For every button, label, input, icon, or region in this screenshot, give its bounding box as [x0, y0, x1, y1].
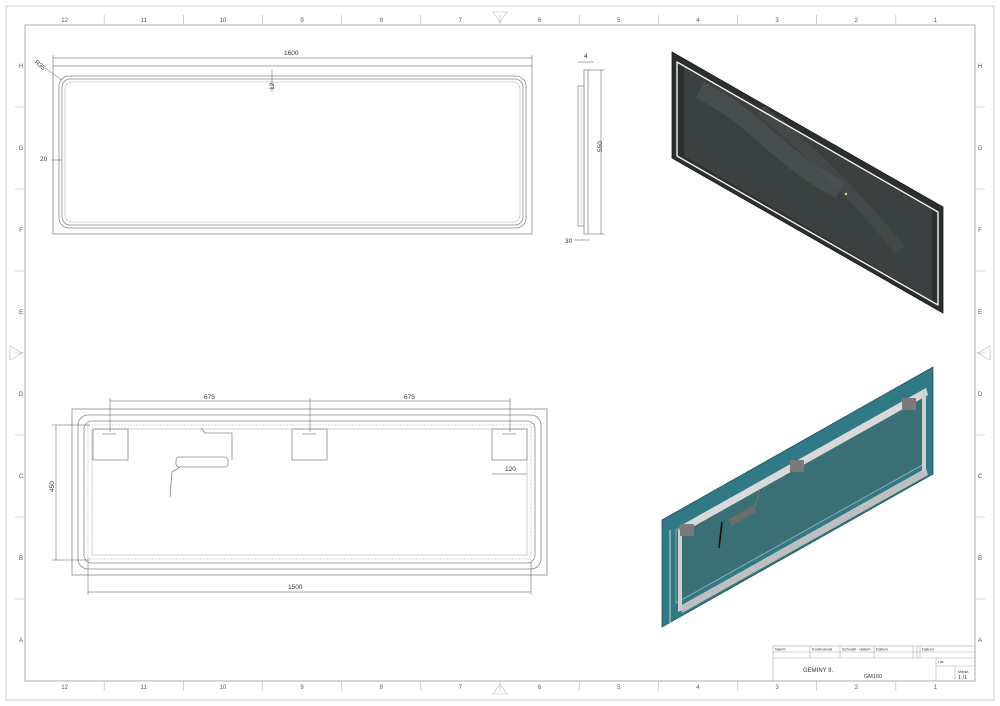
- side-depth-label: 30: [565, 238, 573, 245]
- grid-row-label: C: [19, 474, 24, 480]
- grid-row-label: B: [978, 556, 982, 562]
- side-height-label: 550: [597, 141, 604, 152]
- tb-header-3: Schvalil - datum: [842, 647, 871, 652]
- grid-row-label: A: [19, 638, 23, 644]
- grid-column-label: 10: [220, 18, 227, 24]
- grid-row-label: F: [978, 228, 982, 234]
- grid-row-label: B: [19, 556, 23, 562]
- grid-column-label: 5: [617, 18, 621, 24]
- grid-column-label: 6: [538, 18, 542, 24]
- grid-row-label: G: [19, 146, 24, 152]
- back-spacing-left-label: 675: [204, 394, 215, 401]
- grid-row-label: D: [978, 392, 983, 398]
- grid-column-label: 9: [300, 18, 304, 24]
- tb-header-5: Datum: [922, 647, 934, 652]
- grid-column-label: 3: [775, 18, 779, 24]
- front-radius-label: R35: [33, 59, 47, 72]
- back-spacing-right-label: 675: [404, 394, 415, 401]
- back-width-label: 1500: [288, 584, 303, 591]
- grid-row-label: H: [978, 64, 982, 70]
- front-width-label: 1600: [284, 50, 299, 57]
- grid-column-label: 8: [380, 18, 384, 24]
- grid-row-label: D: [19, 392, 24, 398]
- grid-row-label: G: [978, 146, 983, 152]
- grid-column-label: 10: [220, 685, 227, 691]
- grid-column-label: 5: [617, 685, 621, 691]
- back-height-label: 450: [49, 481, 56, 492]
- title-block: Navrh Kontroloval Schvalil - datum Datum…: [772, 645, 976, 682]
- grid-column-label: 2: [855, 685, 859, 691]
- grid-column-label: 1: [934, 685, 938, 691]
- mirror-front-isometric: [671, 51, 944, 314]
- mirror-back-isometric: [661, 366, 934, 628]
- back-view: 675 675 120 450 1500: [49, 394, 548, 595]
- grid-column-label: 6: [538, 685, 542, 691]
- grid-row-label: C: [978, 474, 983, 480]
- grid-column-label: 12: [61, 18, 68, 24]
- tb-project: GEMINY II.: [803, 668, 834, 674]
- tb-sheet-label: List: [938, 660, 943, 664]
- grid-row-label: E: [19, 310, 23, 316]
- grid-row-label: E: [978, 310, 982, 316]
- front-led-top-label: 12: [269, 82, 276, 90]
- grid-row-label: H: [19, 64, 23, 70]
- grid-column-label: 2: [855, 18, 859, 24]
- grid-column-label: 3: [775, 685, 779, 691]
- tb-header-4: Datum: [876, 647, 888, 652]
- grid-row-label: A: [978, 638, 982, 644]
- drawing-border: [5, 5, 995, 701]
- grid-column-label: 4: [696, 18, 700, 24]
- front-view: 1600 R35 12 20: [33, 50, 533, 235]
- tb-sheet: 1 /1: [958, 675, 967, 681]
- grid-column-label: 4: [696, 685, 700, 691]
- tb-scale-label: Mierka: [958, 670, 969, 674]
- back-bracket-width-label: 120: [505, 466, 516, 473]
- tb-model: GM160: [864, 674, 882, 680]
- grid-column-label: 1: [934, 18, 938, 24]
- grid-column-label: 12: [61, 685, 68, 691]
- grid-column-label: 7: [459, 18, 463, 24]
- grid-column-label: 7: [459, 685, 463, 691]
- tb-header-2: Kontroloval: [812, 647, 832, 652]
- grid-column-label: 9: [300, 685, 304, 691]
- tb-header-1: Navrh: [775, 647, 786, 652]
- grid-column-label: 11: [141, 18, 148, 24]
- grid-column-label: 8: [380, 685, 384, 691]
- grid-column-label: 11: [141, 685, 148, 691]
- grid-row-label: F: [19, 228, 23, 234]
- side-thickness-label: 4: [584, 53, 588, 60]
- side-view: 550 4 30: [565, 53, 605, 245]
- front-led-side-label: 20: [40, 156, 48, 163]
